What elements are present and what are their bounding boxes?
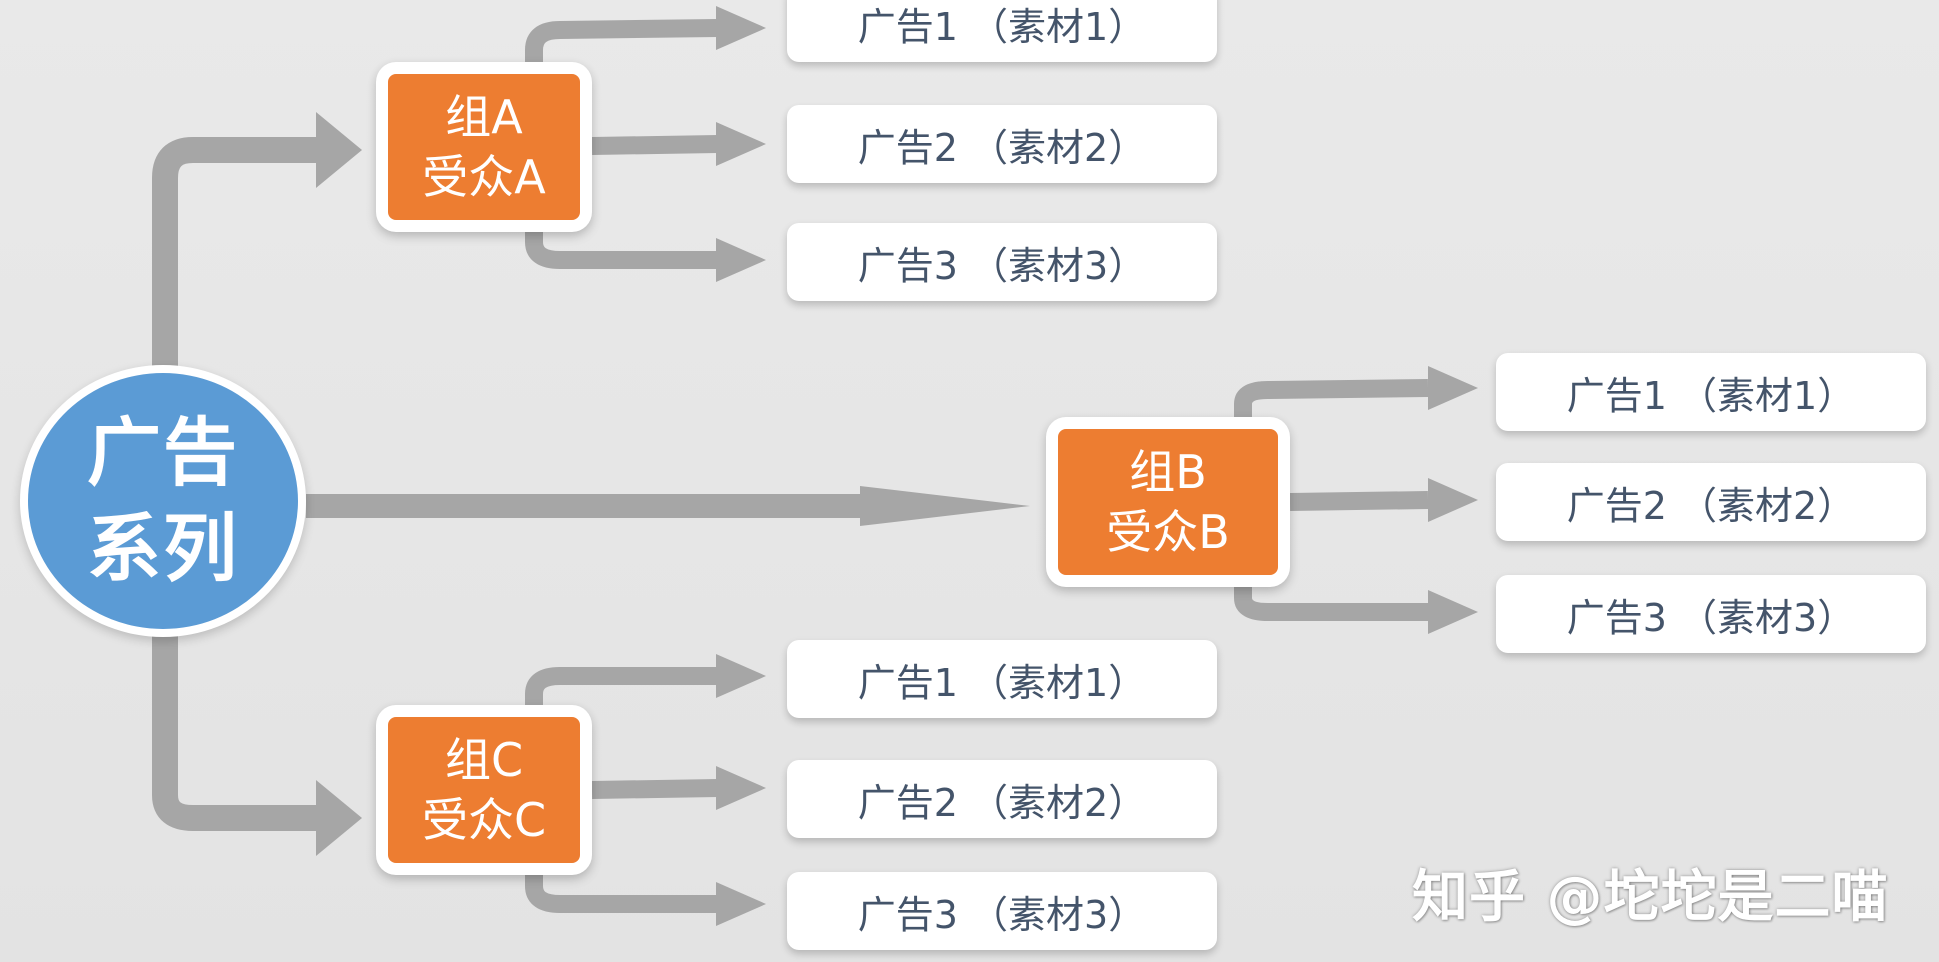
ad-group-a-name: 组A: [445, 90, 523, 144]
campaign-label: 广告系列: [87, 410, 239, 592]
arrow-a-to-ad-2: [591, 135, 719, 155]
ad-item-a-1: 广告1 （素材1）: [787, 0, 1217, 62]
arrow-head-b-1: [1428, 366, 1478, 410]
arrow-head-a-1: [716, 6, 766, 50]
ad-item-b-2: 广告2 （素材2）: [1496, 463, 1926, 541]
ad-group-b: 组B 受众B: [1046, 417, 1290, 587]
arrow-head-b-3: [1428, 590, 1478, 634]
ad-item-b-3: 广告3 （素材3）: [1496, 575, 1926, 653]
arrow-head-a-3: [716, 238, 766, 282]
ad-group-c-audience: 受众C: [421, 793, 547, 847]
arrow-head-c-2: [716, 766, 766, 810]
ad-item-b-1: 广告1 （素材1）: [1496, 353, 1926, 431]
ad-group-b-audience: 受众B: [1106, 505, 1230, 559]
ad-group-b-name: 组B: [1129, 445, 1207, 499]
arrow-head-c-3: [716, 882, 766, 926]
ad-item-c-2: 广告2 （素材2）: [787, 760, 1217, 838]
arrow-root-to-group-a: [152, 137, 322, 368]
arrow-c-to-ad-2: [591, 779, 719, 799]
watermark: 知乎 @坨坨是二喵: [1412, 865, 1889, 930]
ad-item-c-3: 广告3 （素材3）: [787, 872, 1217, 950]
arrow-head-group-c: [316, 780, 362, 856]
ad-group-c: 组C 受众C: [376, 705, 592, 875]
ad-group-c-name: 组C: [444, 733, 524, 787]
ad-group-a-box: 组A 受众A: [388, 74, 580, 220]
ad-item-c-1: 广告1 （素材1）: [787, 640, 1217, 718]
arrow-root-to-group-b: [306, 486, 1030, 526]
ad-group-c-box: 组C 受众C: [388, 717, 580, 863]
arrow-head-group-a: [316, 112, 362, 188]
arrow-b-to-ad-3: [1234, 582, 1428, 621]
arrow-a-to-ad-3: [525, 225, 718, 269]
arrow-root-to-group-c: [152, 632, 322, 831]
ad-group-a-audience: 受众A: [422, 150, 546, 204]
arrow-a-to-ad-1: [525, 19, 719, 68]
arrow-head-b-2: [1428, 478, 1478, 522]
campaign-node: 广告系列: [20, 365, 306, 637]
arrow-head-c-1: [716, 654, 766, 698]
ad-group-a: 组A 受众A: [376, 62, 592, 232]
arrow-b-to-ad-2: [1289, 491, 1429, 511]
ad-group-b-box: 组B 受众B: [1058, 429, 1278, 575]
ad-item-a-2: 广告2 （素材2）: [787, 105, 1217, 183]
ad-item-a-3: 广告3 （素材3）: [787, 223, 1217, 301]
arrow-c-to-ad-3: [525, 870, 718, 913]
arrow-b-to-ad-1: [1234, 379, 1429, 422]
arrow-c-to-ad-1: [525, 667, 718, 710]
arrow-head-a-2: [716, 122, 766, 166]
